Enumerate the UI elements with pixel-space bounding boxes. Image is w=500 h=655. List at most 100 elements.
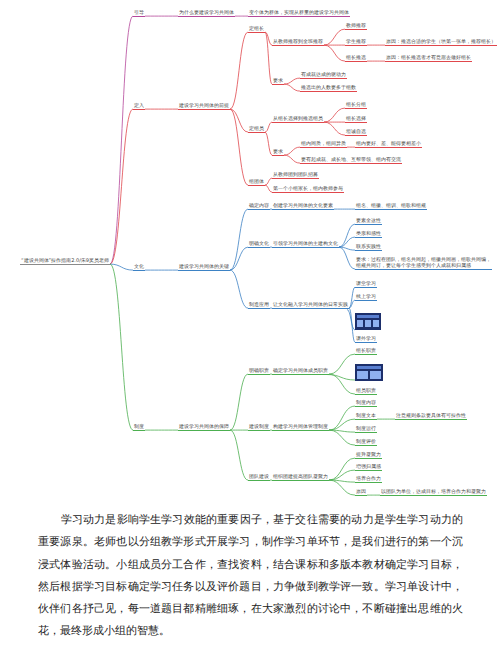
topic-node: 原因：组长推选者才有意愿去做好组长 [385,54,472,62]
topic-node: 文化 [133,263,145,271]
topic-node: 制度评价 [355,438,377,446]
connector-layer [0,0,500,505]
branch-line [265,132,272,155]
topic-text: 组长选择 [346,115,366,121]
topic-text: 确定学习共同体成员职责 [273,367,328,373]
topic-node: 要求 [272,77,284,85]
topic-node: 组内同质，组间异质 [300,140,347,148]
topic-text: 教师推荐 [346,22,366,28]
topic-node: 坦诚自选 [345,128,367,136]
thumbnail-detail [365,320,371,327]
topic-text: “建设共同体”操作指南2.0/朱9奖员老师 [21,257,109,263]
branch-line [265,178,272,185]
branch-line [145,270,178,271]
topic-node: 教师推荐 [345,22,367,30]
topic-node: 确定学习共同体成员职责 [272,367,329,375]
topic-node: 课堂学习 [355,280,377,288]
topic-text: 制度运行 [356,425,376,431]
branch-line [329,419,355,430]
root-topic: “建设共同体”操作指南2.0/朱9奖员老师 [20,257,110,265]
topic-node: 制度 [133,423,145,431]
branch-line [265,185,272,192]
topic-text: 要有起成就、成长地、互帮带领、组内有交流 [301,156,401,162]
topic-node: 要素全这性 [355,217,382,225]
branch-line [329,470,355,480]
topic-text: 文化 [134,263,144,269]
topic-node: 建设学习共同体的关键 [178,263,230,271]
branch-line [110,109,133,264]
topic-text: 要素全这性 [356,217,381,223]
thumbnail-detail [357,366,381,369]
topic-text: 建设学习共同体的保障 [179,423,229,429]
branch-line [230,374,248,430]
topic-node: 组名、组徽、组训、组歌和组规 [355,202,427,210]
topic-text: 为什么要建设学习共同体 [179,9,234,15]
topic-node: 注意规则条款要具体有可操作性 [395,412,467,420]
branch-line [339,237,355,247]
topic-node: 建设学习共同体的保障 [178,423,230,431]
branch-line [284,78,300,84]
branch-line [230,209,248,270]
topic-node: 有成就达成的驱动力 [300,71,347,79]
branch-line [367,61,385,62]
topic-node: 线上学习 [355,293,377,301]
topic-node: 类亲和感性 [355,230,382,238]
topic-node: 第一个小组家长，组内教师参与 [272,185,344,193]
topic-node: 增强归属感 [355,463,382,471]
topic-node: 明确职责 [248,367,270,375]
topic-node: 以团队为单位，达成目标，培养合作力和凝聚力 [380,488,487,496]
topic-text: 创建学习共同体的文化要素 [273,202,333,208]
branch-line [110,16,133,264]
topic-node: 原因：推选合适的学生（填第一张单，推荐组长） [385,38,497,46]
topic-text: 组名、组徽、组训、组歌和组规 [356,202,426,208]
topic-node: 组长职责 [355,347,377,355]
topic-text: 课外学习 [356,335,376,341]
branch-line [265,122,272,132]
topic-node: 引导 [133,9,145,17]
topic-node: 从组长选择到推选组员 [272,115,324,123]
branch-line [367,45,385,46]
topic-text: 坦诚自选 [346,128,366,134]
topic-text: 定入 [134,102,144,108]
topic-text: 制度文本 [356,412,376,418]
thumbnail-detail [357,371,368,379]
topic-node: 构建学习共同体管理制度 [272,423,329,431]
branch-line [235,16,248,17]
branch-line [284,155,300,163]
topic-node: 从教师团到团队招募 [272,171,319,179]
topic-text: 从教师团到团队招募 [273,171,318,177]
topic-text: 定组员 [249,125,264,131]
branch-line [145,16,178,17]
topic-node: 组长分组 [345,101,367,109]
topic-node: 制度内容 [355,399,377,407]
topic-text: 建设学习共同体的关键 [179,263,229,269]
body-paragraph: 学习动力是影响学生学习效能的重要因子，基于交往需要的动力是学生学习动力的重要源泉… [38,509,463,643]
branch-line [324,122,345,135]
topic-text: 原因：推选合适的学生（填第一张单，推荐组长） [386,38,496,44]
topic-node: 变个体为群体，实现从群里的建设学习共同体 [248,9,350,17]
branch-line [347,147,355,148]
topic-text: 组织团建提高团队凝聚力 [273,473,328,479]
topic-node: 为什么要建设学习共同体 [178,9,235,17]
topic-node: 组团体 [248,178,265,186]
topic-node: 建设制度 [248,423,270,431]
branch-line [329,374,355,394]
topic-text: 培养合作力 [356,475,381,481]
topic-text: 推选出的人数要多于组数 [301,84,356,90]
topic-text: 明确职责 [249,367,269,373]
topic-text: 构建学习共同体管理制度 [273,423,328,429]
branch-line [329,406,355,430]
topic-node: 培养合作力 [355,475,382,483]
topic-text: 注意规则条款要具体有可操作性 [396,412,466,418]
topic-text: 提升凝聚力 [356,451,381,457]
topic-node: 制度文本 [355,412,377,420]
branch-line [230,109,248,185]
branch-line [230,430,248,431]
topic-text: 组长分组 [346,101,366,107]
topic-node: 提升凝聚力 [355,451,382,459]
topic-node: 定入 [133,102,145,110]
branch-line [329,480,355,495]
topic-node: 建设学习共同体的前提 [178,102,230,110]
topic-text: 制造应用 [249,301,269,307]
topic-node: 课外学习 [355,335,377,343]
